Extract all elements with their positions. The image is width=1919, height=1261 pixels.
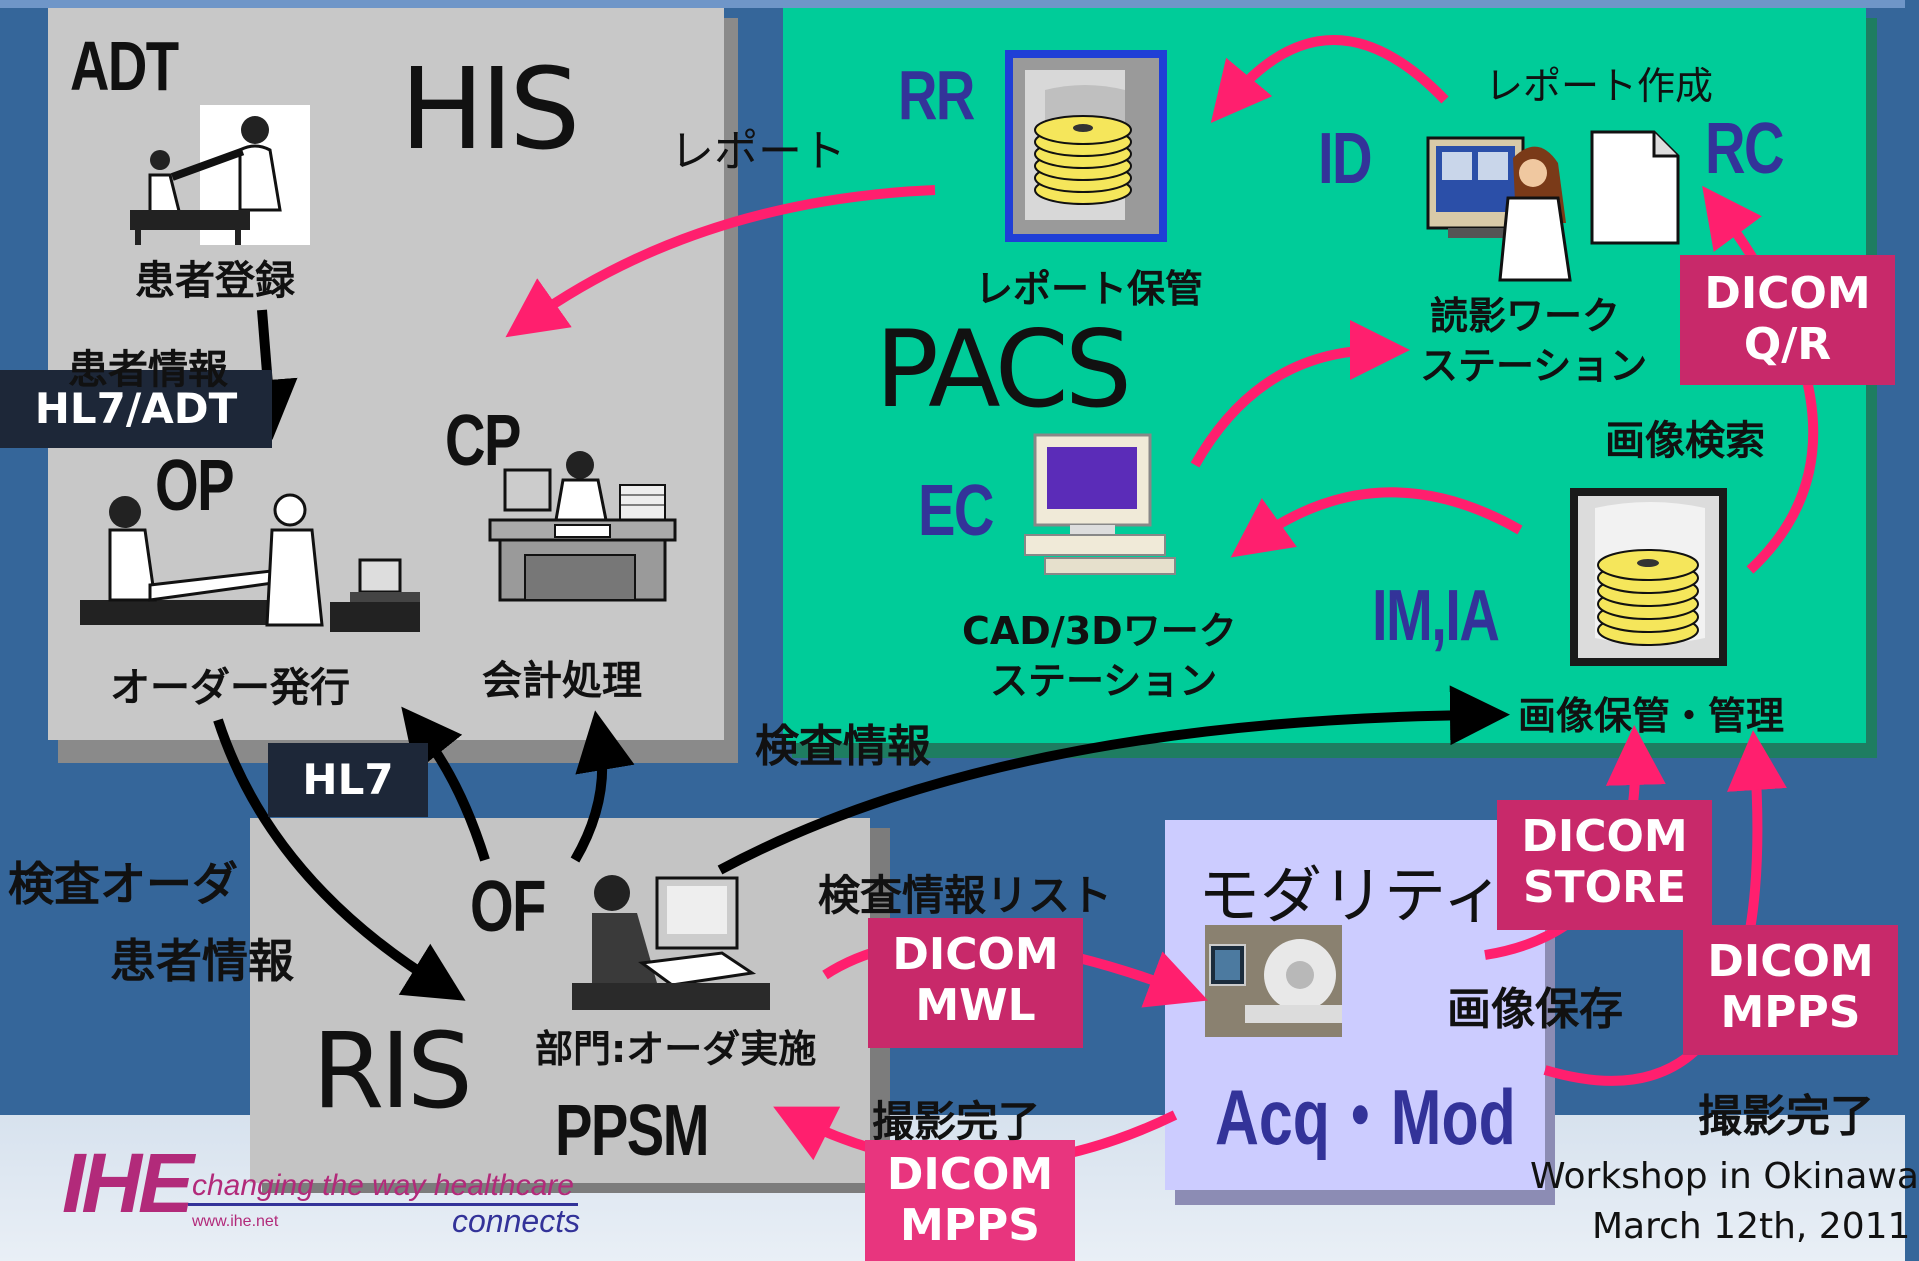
actor-cp: CP bbox=[445, 401, 521, 481]
actor-op: OP bbox=[155, 446, 235, 526]
label-acq-complete-1: 撮影完了 bbox=[872, 1097, 1041, 1146]
ihe-tagline: changing the way healthcare bbox=[192, 1169, 574, 1202]
label-patient-info: 患者情報 bbox=[68, 347, 228, 393]
arrow-rr-to-op bbox=[505, 185, 936, 338]
arrow-of-to-imia bbox=[717, 685, 1510, 875]
dicom-store-line2: STORE bbox=[1522, 861, 1687, 913]
modality-scanner-icon bbox=[1205, 925, 1342, 1037]
dicom-mwl-line2: MWL bbox=[915, 979, 1036, 1031]
actor-ppsm: PPSM bbox=[555, 1091, 709, 1171]
dicom-qr-line2: Q/R bbox=[1743, 318, 1832, 370]
label-dept-order-exec: 部門:オーダ実施 bbox=[535, 1027, 817, 1071]
actor-ec: EC bbox=[918, 471, 994, 551]
cad-computer-icon bbox=[1024, 433, 1185, 580]
ihe-underline bbox=[188, 1203, 578, 1206]
dicom-store-tag: DICOM STORE bbox=[1497, 800, 1712, 930]
label-image-search: 画像検索 bbox=[1605, 418, 1765, 464]
arrow-imia-to-ec bbox=[1230, 487, 1523, 558]
label-report-storage: レポート保管 bbox=[975, 267, 1204, 311]
arrow-ec-to-id bbox=[1190, 320, 1410, 468]
label-image-storage-mgmt: 画像保管・管理 bbox=[1518, 694, 1785, 738]
label-cad-ws-2: ステーション bbox=[990, 659, 1218, 703]
label-patient-info-2: 患者情報 bbox=[110, 934, 294, 988]
hl7-text: HL7 bbox=[302, 755, 394, 804]
actor-of: OF bbox=[470, 867, 546, 947]
ris-title: RIS bbox=[312, 1010, 473, 1132]
document-icon bbox=[1590, 130, 1680, 245]
clerk-workstation-icon bbox=[572, 868, 770, 1010]
label-report-creation: レポート作成 bbox=[1485, 64, 1714, 108]
label-exam-info: 検査情報 bbox=[755, 721, 931, 772]
label-reading-ws-2: ステーション bbox=[1420, 344, 1648, 388]
label-cad-ws-1: CAD/3Dワーク bbox=[962, 609, 1237, 653]
actor-acq-mod: Acq・Mod bbox=[1215, 1073, 1516, 1161]
hl7-adt-text: HL7/ADT bbox=[34, 384, 238, 433]
label-worklist: 検査情報リスト bbox=[818, 871, 1113, 920]
arrow-of-to-op bbox=[401, 706, 490, 862]
ihe-logo-text: IHE bbox=[62, 1136, 194, 1230]
actor-rc: RC bbox=[1705, 109, 1785, 189]
dicom-mpps-right-line2: MPPS bbox=[1720, 986, 1861, 1038]
patient-exam-icon bbox=[130, 105, 310, 245]
dicom-mpps-bottom-line1: DICOM bbox=[886, 1149, 1054, 1200]
label-accounting: 会計処理 bbox=[482, 658, 642, 704]
hl7-tag: HL7 bbox=[268, 743, 428, 817]
actor-adt: ADT bbox=[70, 27, 179, 105]
dicom-store-line1: DICOM bbox=[1521, 811, 1688, 862]
arrow-op-to-ris bbox=[213, 718, 466, 1001]
report-archive-icon bbox=[1005, 50, 1167, 242]
dicom-mpps-right-tag: DICOM MPPS bbox=[1683, 925, 1898, 1055]
dicom-qr-tag: DICOM Q/R bbox=[1680, 255, 1895, 385]
label-report: レポート bbox=[670, 126, 846, 177]
label-order-issue: オーダー発行 bbox=[110, 665, 350, 711]
billing-desk-icon bbox=[485, 445, 680, 610]
doctor-patient-icon bbox=[80, 490, 420, 640]
arrow-of-to-cp bbox=[570, 710, 635, 863]
ihe-connects: connects bbox=[452, 1203, 581, 1239]
his-title: HIS bbox=[400, 45, 580, 175]
actor-im-ia: IM,IA bbox=[1372, 576, 1500, 656]
hl7-adt-tag: HL7/ADT bbox=[0, 370, 272, 448]
label-patient-registration: 患者登録 bbox=[135, 258, 295, 304]
actor-rr: RR bbox=[898, 56, 975, 134]
arrow-id-to-rr bbox=[1210, 35, 1449, 124]
radiologist-workstation-icon bbox=[1426, 136, 1572, 282]
label-image-save: 画像保存 bbox=[1447, 984, 1623, 1035]
label-acq-complete-2: 撮影完了 bbox=[1698, 1091, 1874, 1142]
ihe-logo: IHE changing the way healthcare www.ihe.… bbox=[62, 1135, 582, 1245]
top-strip bbox=[0, 0, 1905, 8]
dicom-qr-line1: DICOM bbox=[1704, 268, 1871, 319]
dicom-mpps-bottom-tag: DICOM MPPS bbox=[865, 1140, 1075, 1261]
image-archive-icon bbox=[1570, 488, 1727, 666]
ihe-url: www.ihe.net bbox=[192, 1213, 279, 1230]
date-text: March 12th, 2011 bbox=[1592, 1206, 1911, 1247]
dicom-mpps-right-line1: DICOM bbox=[1707, 936, 1874, 987]
actor-id: ID bbox=[1318, 119, 1373, 199]
modality-title: モダリティ bbox=[1198, 859, 1505, 932]
workshop-text: Workshop in Okinawa bbox=[1530, 1156, 1919, 1197]
dicom-mpps-bottom-line2: MPPS bbox=[900, 1199, 1040, 1251]
dicom-mwl-line1: DICOM bbox=[892, 929, 1059, 980]
dicom-mwl-tag: DICOM MWL bbox=[868, 918, 1083, 1048]
label-reading-ws-1: 読影ワーク bbox=[1430, 294, 1621, 338]
pacs-title: PACS bbox=[875, 308, 1132, 431]
label-exam-order: 検査オーダ bbox=[8, 857, 238, 911]
